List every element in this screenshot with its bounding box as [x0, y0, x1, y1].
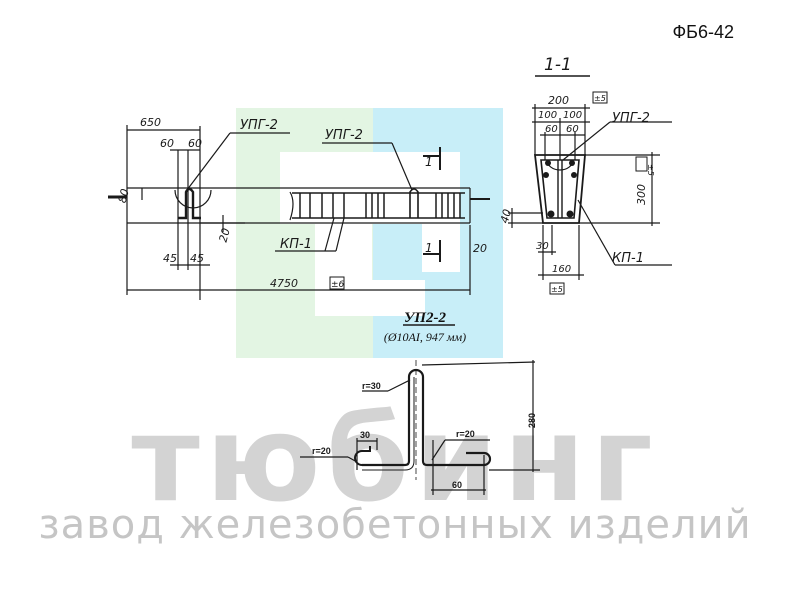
- detail-height: 280: [527, 413, 537, 428]
- dim-half-a: 100: [538, 110, 557, 121]
- dim-spacing-a: 60: [160, 137, 174, 150]
- dim-height-tol: ±5: [646, 164, 655, 176]
- watermark-tagline: завод железобетонных изделий: [38, 502, 752, 548]
- section-mark-top: 1: [425, 155, 433, 169]
- beam-elevation: [108, 125, 490, 300]
- label-upg-left: УПГ-2: [240, 118, 278, 133]
- detail-r-right: r=20: [456, 429, 475, 439]
- section-mark-bottom: 1: [425, 241, 433, 255]
- detail-r-top: r=30: [362, 381, 381, 391]
- section-1-1: [508, 75, 672, 280]
- dim-total-length: 4750: [270, 277, 298, 290]
- dim-end-length: 650: [140, 116, 161, 129]
- dim-half-b: 100: [563, 110, 582, 121]
- section-label-kp: КП-1: [612, 251, 644, 266]
- watermark-brand: тюбинг: [131, 390, 659, 528]
- dim-right-side: 40: [498, 208, 514, 225]
- dim-bottom-cover: 20: [217, 227, 233, 244]
- dim-total-tol: ±6: [331, 280, 345, 290]
- dim-hook-b: 45: [190, 252, 204, 265]
- section-title: 1-1: [544, 55, 572, 75]
- label-upg-mid: УПГ-2: [325, 128, 363, 143]
- dim-bottom-width: 160: [552, 264, 571, 275]
- detail-hook-right: 60: [452, 480, 462, 490]
- detail-r-left: r=20: [312, 446, 331, 456]
- detail-title: УП2-2: [403, 310, 447, 326]
- detail-hook-left: 30: [360, 430, 370, 440]
- logo-white-cutout-bottom: [315, 280, 425, 316]
- sheet-code: ФБ6-42: [672, 22, 734, 42]
- dim-top-width: 200: [548, 94, 569, 107]
- dim-top-tol: ±5: [594, 94, 606, 103]
- dim-spacing-b: 60: [188, 137, 202, 150]
- dim-bottom-cover: 30: [536, 241, 549, 252]
- dim-inner-a: 60: [545, 124, 558, 135]
- detail-subtitle: (Ø10AI, 947 мм): [383, 330, 467, 344]
- dim-bottom-tol: ±5: [551, 285, 563, 294]
- dim-height: 300: [635, 184, 648, 205]
- dim-inner-b: 60: [566, 124, 579, 135]
- detail-upg: [300, 324, 540, 495]
- label-kp: КП-1: [280, 237, 312, 252]
- dim-right-cover: 20: [473, 242, 487, 255]
- section-label-upg: УПГ-2: [612, 111, 650, 126]
- dim-hook-a: 45: [163, 252, 177, 265]
- rebar-dots: [543, 160, 577, 218]
- dim-height-top: 80: [116, 187, 132, 204]
